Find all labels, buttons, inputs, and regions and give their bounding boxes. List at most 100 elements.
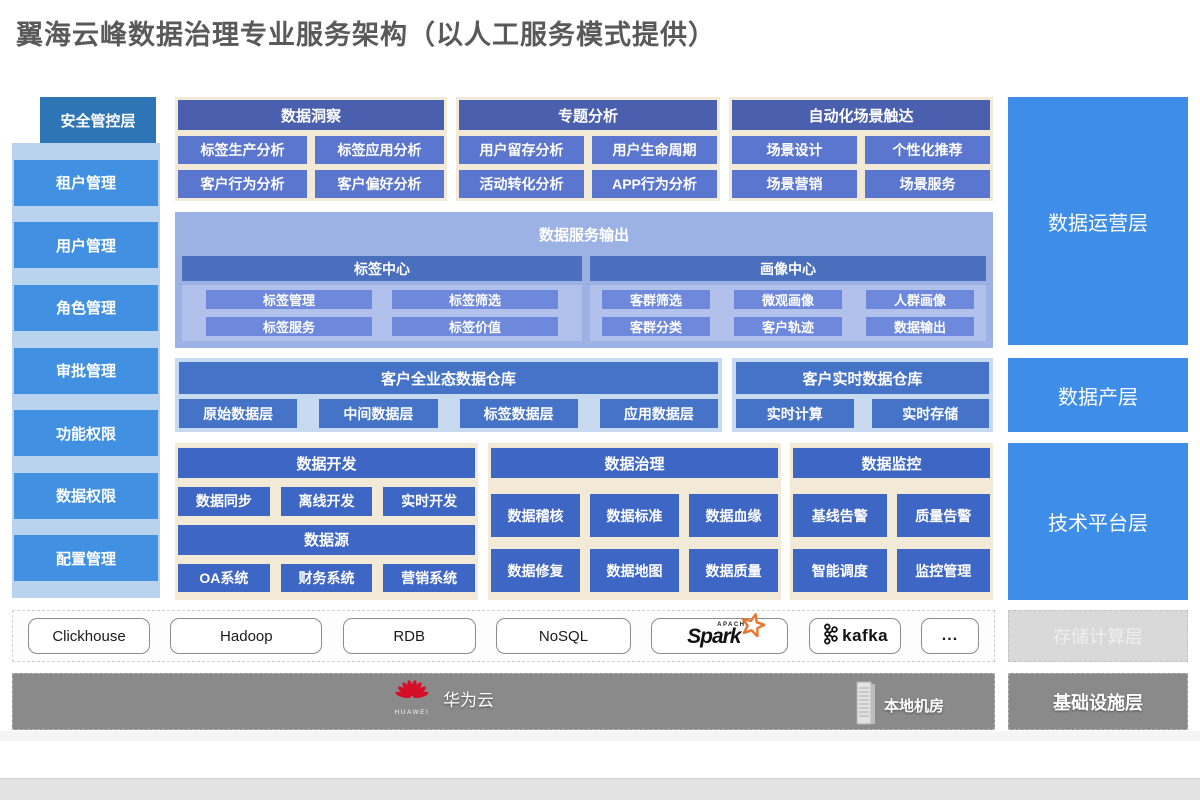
tag-center-item: 标签服务 bbox=[206, 317, 372, 336]
governance-item: 数据标准 bbox=[590, 494, 679, 537]
topic-item: 用户生命周期 bbox=[592, 136, 717, 164]
monitoring-header: 数据监控 bbox=[793, 448, 990, 478]
profile-center-header: 画像中心 bbox=[590, 256, 986, 281]
service-output-title: 数据服务输出 bbox=[538, 226, 629, 244]
tag-center-item: 标签筛选 bbox=[392, 290, 558, 309]
security-panel: 租户管理 用户管理 角色管理 审批管理 功能权限 数据权限 配置管理 bbox=[12, 143, 160, 598]
monitoring-item: 智能调度 bbox=[793, 549, 887, 592]
realtime-warehouse-header: 客户实时数据仓库 bbox=[736, 362, 989, 394]
security-item: 数据权限 bbox=[14, 472, 158, 519]
tag-center-item: 标签价值 bbox=[392, 317, 558, 336]
apache-spark-logo: APACHE Spark bbox=[687, 612, 766, 647]
data-service-output-panel: 数据服务输出 标签中心 标签管理 标签筛选 标签服务 标签价值 画像中心 客群筛… bbox=[175, 212, 993, 348]
security-item: 配置管理 bbox=[14, 535, 158, 582]
tech-box-kafka: kafka bbox=[808, 618, 901, 654]
topic-analysis-section: 专题分析 用户留存分析 用户生命周期 活动转化分析 APP行为分析 bbox=[456, 97, 720, 201]
governance-header: 数据治理 bbox=[491, 448, 778, 478]
insight-item: 标签应用分析 bbox=[315, 136, 444, 164]
data-source-header: 数据源 bbox=[178, 524, 475, 555]
storage-compute-row: Clickhouse Hadoop RDB NoSQL APACHE Spark bbox=[12, 610, 995, 662]
layer-data-product: 数据产层 bbox=[1008, 358, 1188, 432]
insight-item: 标签生产分析 bbox=[178, 136, 307, 164]
tech-box-rdb: RDB bbox=[342, 618, 476, 654]
kafka-icon bbox=[821, 621, 839, 651]
topic-header: 专题分析 bbox=[459, 100, 717, 130]
dev-item: 实时开发 bbox=[383, 487, 475, 516]
full-warehouse-header: 客户全业态数据仓库 bbox=[179, 362, 718, 394]
local-datacenter-group: 本地机房 bbox=[856, 681, 944, 730]
scene-item: 个性化推荐 bbox=[865, 136, 990, 164]
warehouse-layer-item: 原始数据层 bbox=[179, 399, 298, 428]
profile-center-item: 数据输出 bbox=[866, 317, 974, 336]
warehouse-layer-item: 应用数据层 bbox=[599, 399, 718, 428]
layer-tech-platform: 技术平台层 bbox=[1008, 443, 1188, 600]
profile-center-item: 客群筛选 bbox=[602, 290, 710, 309]
security-item: 功能权限 bbox=[14, 410, 158, 457]
governance-item: 数据地图 bbox=[590, 549, 679, 592]
scene-header: 自动化场景触达 bbox=[732, 100, 990, 130]
realtime-item: 实时存储 bbox=[871, 399, 989, 428]
data-source-item: 营销系统 bbox=[383, 563, 475, 592]
warehouse-layer-item: 标签数据层 bbox=[459, 399, 578, 428]
profile-center: 画像中心 客群筛选 微观画像 人群画像 客群分类 客户轨迹 数据输出 bbox=[590, 256, 986, 341]
realtime-item: 实时计算 bbox=[736, 399, 854, 428]
security-item: 租户管理 bbox=[14, 159, 158, 206]
scene-reach-section: 自动化场景触达 场景设计 个性化推荐 场景营销 场景服务 bbox=[729, 97, 993, 201]
dev-item: 离线开发 bbox=[280, 487, 373, 516]
spark-star-icon bbox=[741, 612, 766, 640]
layer-infrastructure: 基础设施层 bbox=[1008, 673, 1188, 730]
full-warehouse-panel: 客户全业态数据仓库 原始数据层 中间数据层 标签数据层 应用数据层 bbox=[175, 358, 722, 432]
huawei-cloud-group: HUAWEI 华为云 bbox=[393, 680, 494, 716]
data-source-item: OA系统 bbox=[178, 563, 270, 592]
warehouse-layer-item: 中间数据层 bbox=[319, 399, 438, 428]
scene-item: 场景营销 bbox=[732, 170, 857, 198]
governance-item: 数据修复 bbox=[491, 549, 580, 592]
data-insight-section: 数据洞察 标签生产分析 标签应用分析 客户行为分析 客户偏好分析 bbox=[175, 97, 447, 201]
profile-center-item: 客户轨迹 bbox=[734, 317, 842, 336]
realtime-warehouse-panel: 客户实时数据仓库 实时计算 实时存储 bbox=[732, 358, 993, 432]
tag-center: 标签中心 标签管理 标签筛选 标签服务 标签价值 bbox=[182, 256, 582, 341]
data-dev-section: 数据开发 数据同步 离线开发 实时开发 数据源 OA系统 财务系统 营销系统 bbox=[175, 443, 478, 600]
data-source-item: 财务系统 bbox=[280, 563, 373, 592]
tag-center-item: 标签管理 bbox=[206, 290, 372, 309]
tag-center-header: 标签中心 bbox=[182, 256, 582, 281]
insight-item: 客户偏好分析 bbox=[315, 170, 444, 198]
analysis-sections: 数据洞察 标签生产分析 标签应用分析 客户行为分析 客户偏好分析 专题分析 用户… bbox=[175, 97, 993, 201]
tech-box-more: ... bbox=[920, 618, 979, 654]
profile-center-item: 人群画像 bbox=[866, 290, 974, 309]
governance-item: 数据质量 bbox=[689, 549, 778, 592]
tech-box-spark: APACHE Spark bbox=[651, 612, 789, 654]
topic-item: APP行为分析 bbox=[592, 170, 717, 198]
security-column: 安全管控层 租户管理 用户管理 角色管理 审批管理 功能权限 数据权限 配置管理 bbox=[12, 97, 160, 598]
kafka-logo: kafka bbox=[821, 621, 888, 651]
server-rack-icon bbox=[856, 681, 876, 730]
profile-center-item: 客群分类 bbox=[602, 317, 710, 336]
monitoring-item: 质量告警 bbox=[896, 494, 990, 537]
topic-item: 用户留存分析 bbox=[459, 136, 584, 164]
dev-item: 数据同步 bbox=[178, 487, 270, 516]
profile-center-item: 微观画像 bbox=[734, 290, 842, 309]
security-item: 角色管理 bbox=[14, 284, 158, 331]
huawei-cloud-label: 华为云 bbox=[443, 690, 494, 710]
insight-header: 数据洞察 bbox=[178, 100, 444, 130]
divider-strip bbox=[0, 731, 1200, 741]
page-title: 翼海云峰数据治理专业服务架构（以人工服务模式提供） bbox=[16, 20, 716, 50]
scene-item: 场景设计 bbox=[732, 136, 857, 164]
topic-item: 活动转化分析 bbox=[459, 170, 584, 198]
governance-item: 数据血缘 bbox=[689, 494, 778, 537]
monitoring-item: 监控管理 bbox=[896, 549, 990, 592]
tech-box-nosql: NoSQL bbox=[495, 618, 631, 654]
security-item: 审批管理 bbox=[14, 347, 158, 394]
infrastructure-row: HUAWEI 华为云 本地机房 bbox=[12, 673, 995, 730]
data-governance-section: 数据治理 数据稽核 数据标准 数据血缘 数据修复 数据地图 数据质量 bbox=[488, 443, 781, 600]
security-item: 用户管理 bbox=[14, 222, 158, 269]
layer-data-operation: 数据运营层 bbox=[1008, 97, 1188, 345]
tech-box-hadoop: Hadoop bbox=[170, 618, 323, 654]
governance-item: 数据稽核 bbox=[491, 494, 580, 537]
layer-storage-compute: 存储计算层 bbox=[1008, 610, 1188, 662]
security-layer-header: 安全管控层 bbox=[40, 97, 156, 143]
tech-box-clickhouse: Clickhouse bbox=[28, 618, 150, 654]
scene-item: 场景服务 bbox=[865, 170, 990, 198]
local-datacenter-label: 本地机房 bbox=[883, 698, 944, 715]
